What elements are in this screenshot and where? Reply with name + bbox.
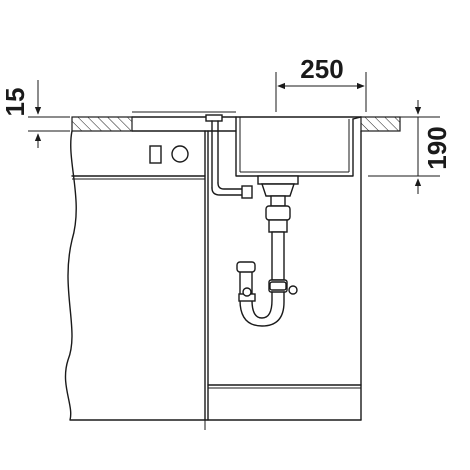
countertop — [71, 111, 401, 132]
sink-bowl — [235, 116, 362, 177]
sink-cabinet — [204, 130, 362, 430]
round-button-icon — [171, 145, 189, 163]
dimension-label-15: 15 — [0, 88, 30, 117]
square-button-icon — [149, 145, 162, 164]
drain-trap — [236, 175, 299, 327]
dimension-countertop-thickness: 15 — [0, 80, 70, 148]
dimension-bowl-depth: 190 — [368, 100, 452, 194]
dimension-bowl-width: 250 — [275, 54, 367, 112]
overflow-pipe — [205, 114, 253, 199]
dimension-label-250: 250 — [300, 54, 343, 84]
dimension-label-190: 190 — [422, 126, 452, 169]
left-cabinet — [64, 130, 206, 421]
